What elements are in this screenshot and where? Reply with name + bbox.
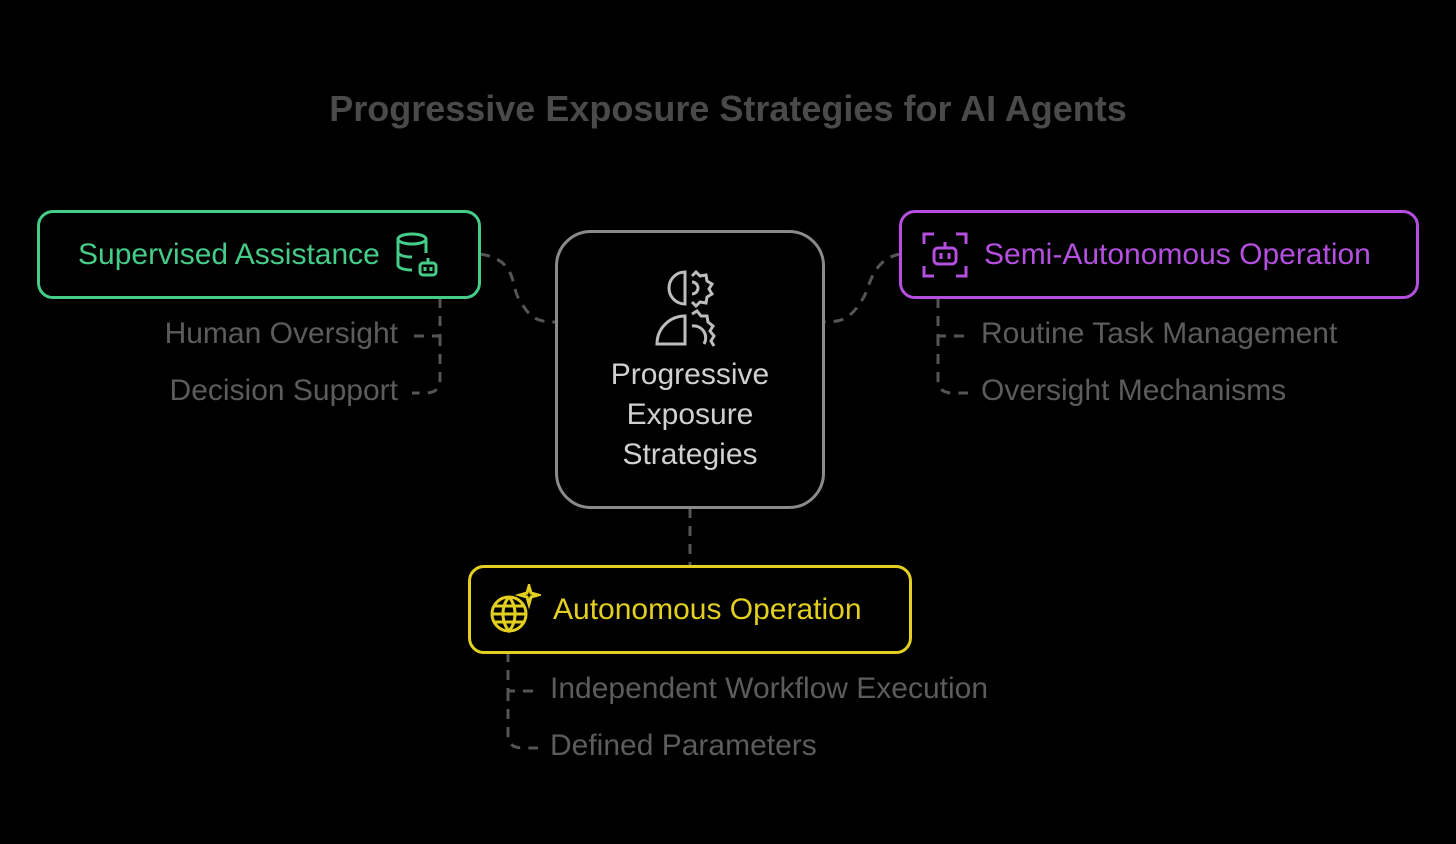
center-label-1: Progressive	[610, 357, 770, 391]
connector-supervised	[479, 252, 557, 324]
semi-autonomous-node: Semi-Autonomous Operation	[899, 210, 1419, 299]
center-label-2: Exposure	[626, 397, 754, 431]
database-bot-icon	[396, 232, 438, 276]
bot-scan-icon	[922, 232, 968, 277]
center-node: Progressive Exposure Strategies	[555, 230, 825, 509]
connector-independent	[506, 652, 538, 693]
connector-oversight-mech	[936, 336, 968, 395]
connector-decision-support	[412, 336, 442, 395]
supervised-assistance-node: Supervised Assistance	[37, 210, 481, 299]
autonomous-operation-node: Autonomous Operation	[468, 565, 912, 654]
connector-human-oversight	[412, 298, 442, 338]
routine-task-item: Routine Task Management	[981, 317, 1338, 350]
connector-semi	[823, 252, 901, 324]
connector-routine	[936, 298, 968, 338]
independent-workflow-item: Independent Workflow Execution	[550, 672, 989, 705]
connector-defined	[506, 691, 538, 750]
globe-sparkle-icon	[490, 583, 541, 633]
center-label-3: Strategies	[622, 437, 758, 471]
person-gear-icon	[655, 269, 716, 347]
defined-parameters-item: Defined Parameters	[550, 729, 817, 762]
diagram-title: Progressive Exposure Strategies for AI A…	[329, 88, 1127, 129]
supervised-assistance-label: Supervised Assistance	[78, 237, 380, 271]
human-oversight-item: Human Oversight	[164, 317, 398, 350]
autonomous-operation-label: Autonomous Operation	[553, 592, 862, 626]
decision-support-item: Decision Support	[169, 374, 398, 407]
oversight-mechanisms-item: Oversight Mechanisms	[981, 374, 1287, 407]
semi-autonomous-label: Semi-Autonomous Operation	[984, 237, 1371, 271]
